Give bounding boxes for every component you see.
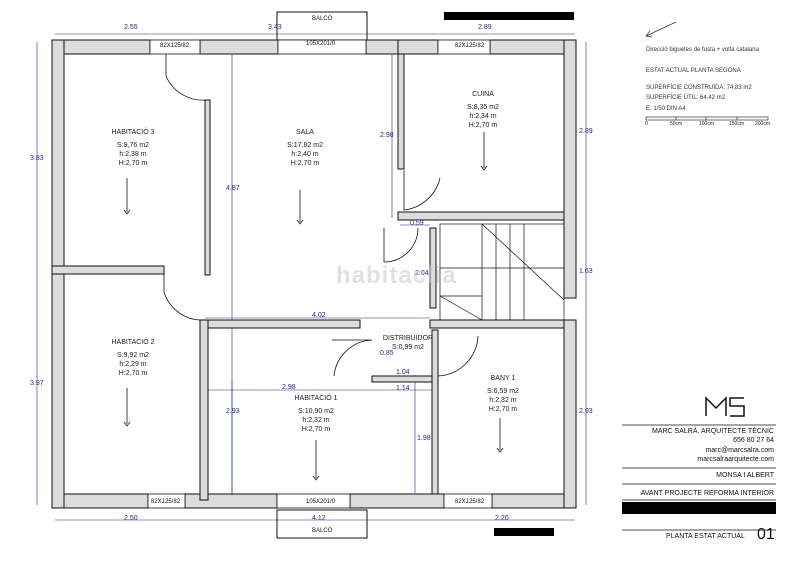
window-label: 82X125/82 <box>455 43 485 49</box>
room-height-low: h:2,34 m <box>469 113 497 120</box>
walls <box>51 39 577 509</box>
sheet-number: 01 <box>757 526 775 543</box>
room-habitacio-3: HABITACIÓ 3 S:9,76 m2 h:2,38 m H:2,70 m <box>100 128 166 168</box>
client-name: MONSA I ALBERT <box>716 472 774 479</box>
room-name: BANY 1 <box>490 375 516 382</box>
dimension-label: 4.12 <box>312 515 326 522</box>
window-marks <box>147 39 493 509</box>
project-name: AVANT PROJECTE REFORMA INTERIOR <box>640 490 774 497</box>
room-height-low: h:2,29 m <box>119 361 147 368</box>
joist-arrows <box>123 132 504 481</box>
room-surface: S:8,35 m2 <box>467 104 499 111</box>
balcony-bottom <box>276 509 368 539</box>
title-block-lines <box>622 424 776 531</box>
dimension-lines <box>36 33 587 521</box>
architect-email: marc@marcsalra.com <box>705 447 774 454</box>
dimension-label: 3.97 <box>30 380 44 387</box>
architect-phone: 656 80 27 64 <box>733 437 774 444</box>
architect-name: MARC SALRÀ. ARQUITECTE TÈCNIC <box>651 428 774 435</box>
dimension-label: 1.14 <box>396 385 410 392</box>
room-name: HABITACIÓ 3 <box>111 129 155 136</box>
dimension-label: 2.04 <box>415 270 429 277</box>
logo-mark <box>705 396 745 417</box>
room-surface: S:6,59 m2 <box>487 388 519 395</box>
room-height-high: H:2,70 m <box>290 160 320 167</box>
legend-state: ESTAT ACTUAL PLANTA SEGONA <box>646 68 741 74</box>
dimension-label: 2.89 <box>478 24 492 31</box>
room-habitacio-1: HABITACIÓ 1 S:10,90 m2 h:2,32 m H:2,70 m <box>283 394 349 434</box>
room-habitacio-2: HABITACIÓ 2 S:9,92 m2 h:2,29 m H:2,70 m <box>100 338 166 378</box>
dimension-label: 2.98 <box>282 384 296 391</box>
staircase <box>439 223 565 321</box>
room-height-low: h:2,32 m <box>302 417 330 424</box>
room-sala: SALA S:17,82 m2 h:2,40 m H:2,70 m <box>272 128 338 168</box>
dimension-label: 1.63 <box>579 268 593 275</box>
room-distribuidor: DISTRIBUÏDOR S:0,99 m2 <box>378 334 438 352</box>
legend-built-surface: SUPERFÍCIE CONSTRUÏDA: 74,83 m2 <box>646 85 752 91</box>
scale-tick: 150cm <box>729 121 745 127</box>
dimension-label: 3.83 <box>30 155 44 162</box>
room-name: DISTRIBUÏDOR <box>382 335 434 342</box>
scale-tick: 0 <box>645 121 648 127</box>
room-surface: S:0,99 m2 <box>392 344 424 351</box>
room-surface: S:9,92 m2 <box>117 352 149 359</box>
dimension-label: 2.93 <box>579 408 593 415</box>
room-surface: S:17,82 m2 <box>287 142 323 149</box>
project-black-bar <box>622 502 776 514</box>
room-name: SALA <box>296 129 314 136</box>
dimension-label: 0.59 <box>410 220 424 227</box>
room-name: HABITACIÓ 1 <box>294 395 338 402</box>
window-label: 82X125/82 <box>151 499 181 505</box>
scale-tick: 50cm <box>670 121 683 127</box>
legend-useful-surface: SUPERFÍCIE ÚTIL: 64,42 m2 <box>646 95 726 101</box>
window-label: 82X125/82 <box>160 43 190 49</box>
watermark: habitaclia <box>336 262 457 289</box>
dimension-label: 4.87 <box>226 185 240 192</box>
footer-black-bar <box>494 528 554 536</box>
sheet-title: PLANTA ESTAT ACTUAL <box>666 533 745 540</box>
dimension-label: 1.04 <box>396 369 410 376</box>
dimension-label: 0.85 <box>380 350 394 357</box>
scale-tick: 200cm <box>755 121 771 127</box>
dimension-label: 2.20 <box>495 515 509 522</box>
room-cuina: CUINA S:8,35 m2 h:2,34 m H:2,70 m <box>450 90 516 130</box>
room-height-high: H:2,70 m <box>468 122 498 129</box>
dimension-label: 2.93 <box>226 408 240 415</box>
room-height-high: H:2,70 m <box>118 370 148 377</box>
dimension-label: 2.98 <box>380 132 394 139</box>
balcony-bottom-label: BALCÓ <box>312 528 333 534</box>
room-name: CUINA <box>472 91 494 98</box>
dimension-label: 2.89 <box>579 128 593 135</box>
legend-joists: Direcció biguetes de fusta + volta catal… <box>646 47 759 53</box>
balcony-top-label: BALCÓ <box>312 16 333 22</box>
dimension-label: 2.55 <box>124 24 138 31</box>
room-height-low: h:2,40 m <box>291 151 319 158</box>
door-arcs <box>163 54 479 377</box>
dimension-label: 3.43 <box>268 24 282 31</box>
room-surface: S:10,90 m2 <box>298 408 334 415</box>
room-height-high: H:2,70 m <box>118 160 148 167</box>
header-black-bar <box>444 12 574 20</box>
dimension-label: 4.02 <box>312 312 326 319</box>
legend-scale: E: 1/50 DIN A4 <box>646 106 686 112</box>
dimension-label: 2.50 <box>124 515 138 522</box>
room-bany-1: BANY 1 S:6,59 m2 h:2,32 m H:2,70 m <box>470 374 536 414</box>
room-height-high: H:2,70 m <box>301 426 331 433</box>
legend-graphics <box>645 21 769 121</box>
room-height-low: h:2,38 m <box>119 151 147 158</box>
window-label: 105X201/0 <box>306 499 336 505</box>
room-height-low: h:2,32 m <box>489 397 517 404</box>
window-label: 82X125/82 <box>455 499 485 505</box>
scale-tick: 100cm <box>699 121 715 127</box>
room-surface: S:9,76 m2 <box>117 142 149 149</box>
room-name: HABITACIÓ 2 <box>111 339 155 346</box>
window-label: 105X201/0 <box>306 41 336 47</box>
dimension-label: 1.98 <box>417 435 431 442</box>
architect-web: marcsalraarquitecte.com <box>697 456 774 463</box>
room-height-high: H:2,70 m <box>488 406 518 413</box>
